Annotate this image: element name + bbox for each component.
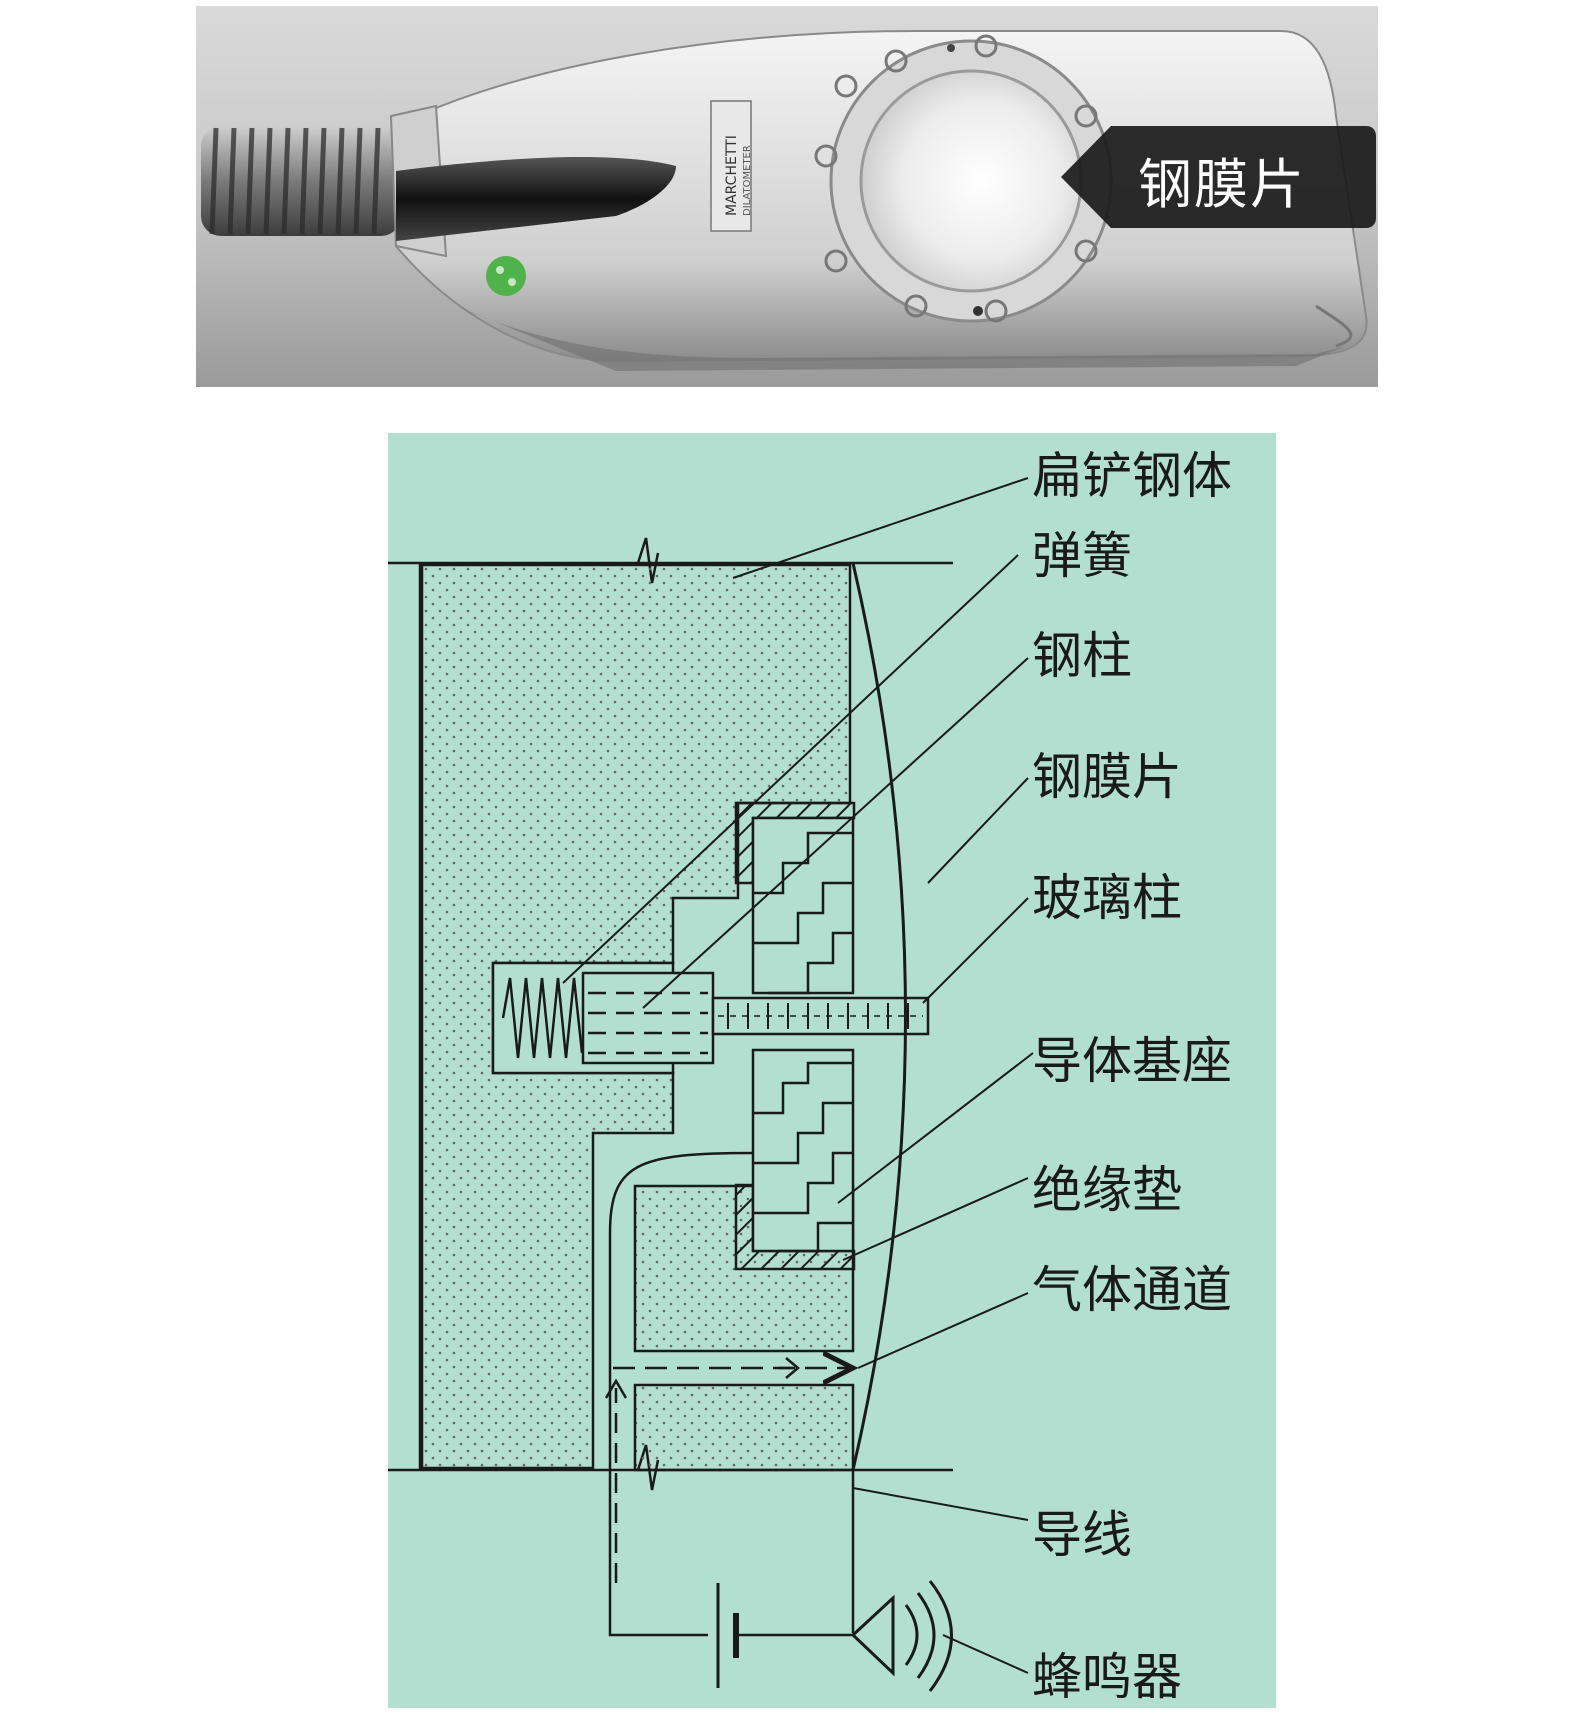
label-steel-column: 钢柱 (1032, 627, 1132, 685)
model-text: DILATOMETER (742, 145, 753, 216)
dilatometer-photo-illustration: MARCHETTI DILATOMETER (196, 6, 1378, 387)
photo-callout-label: 钢膜片 (1138, 153, 1306, 216)
device-photo: MARCHETTI DILATOMETER (196, 6, 1378, 387)
spring (501, 977, 584, 1059)
label-insulation-pad: 绝缘垫 (1032, 1161, 1182, 1219)
gas-channel (604, 1358, 853, 1583)
label-gas-channel: 气体通道 (1032, 1261, 1232, 1319)
schematic-drawing (388, 433, 1276, 1708)
brand-text: MARCHETTI (724, 135, 740, 216)
label-wire: 导线 (1032, 1506, 1132, 1564)
buzzer (850, 1580, 953, 1692)
membrane-schematic (388, 433, 1276, 1708)
label-buzzer: 蜂鸣器 (1032, 1648, 1182, 1706)
label-glass-column: 玻璃柱 (1032, 869, 1182, 927)
steel-column (581, 971, 715, 1065)
label-steel-membrane: 钢膜片 (1032, 748, 1182, 806)
label-spring: 弹簧 (1032, 527, 1132, 585)
label-conductor-base: 导体基座 (1032, 1032, 1232, 1090)
conductor-base (751, 816, 855, 1253)
glass-column (711, 996, 930, 1036)
label-flat-shovel-body: 扁铲钢体 (1032, 447, 1232, 505)
steel-membrane (851, 562, 907, 1471)
